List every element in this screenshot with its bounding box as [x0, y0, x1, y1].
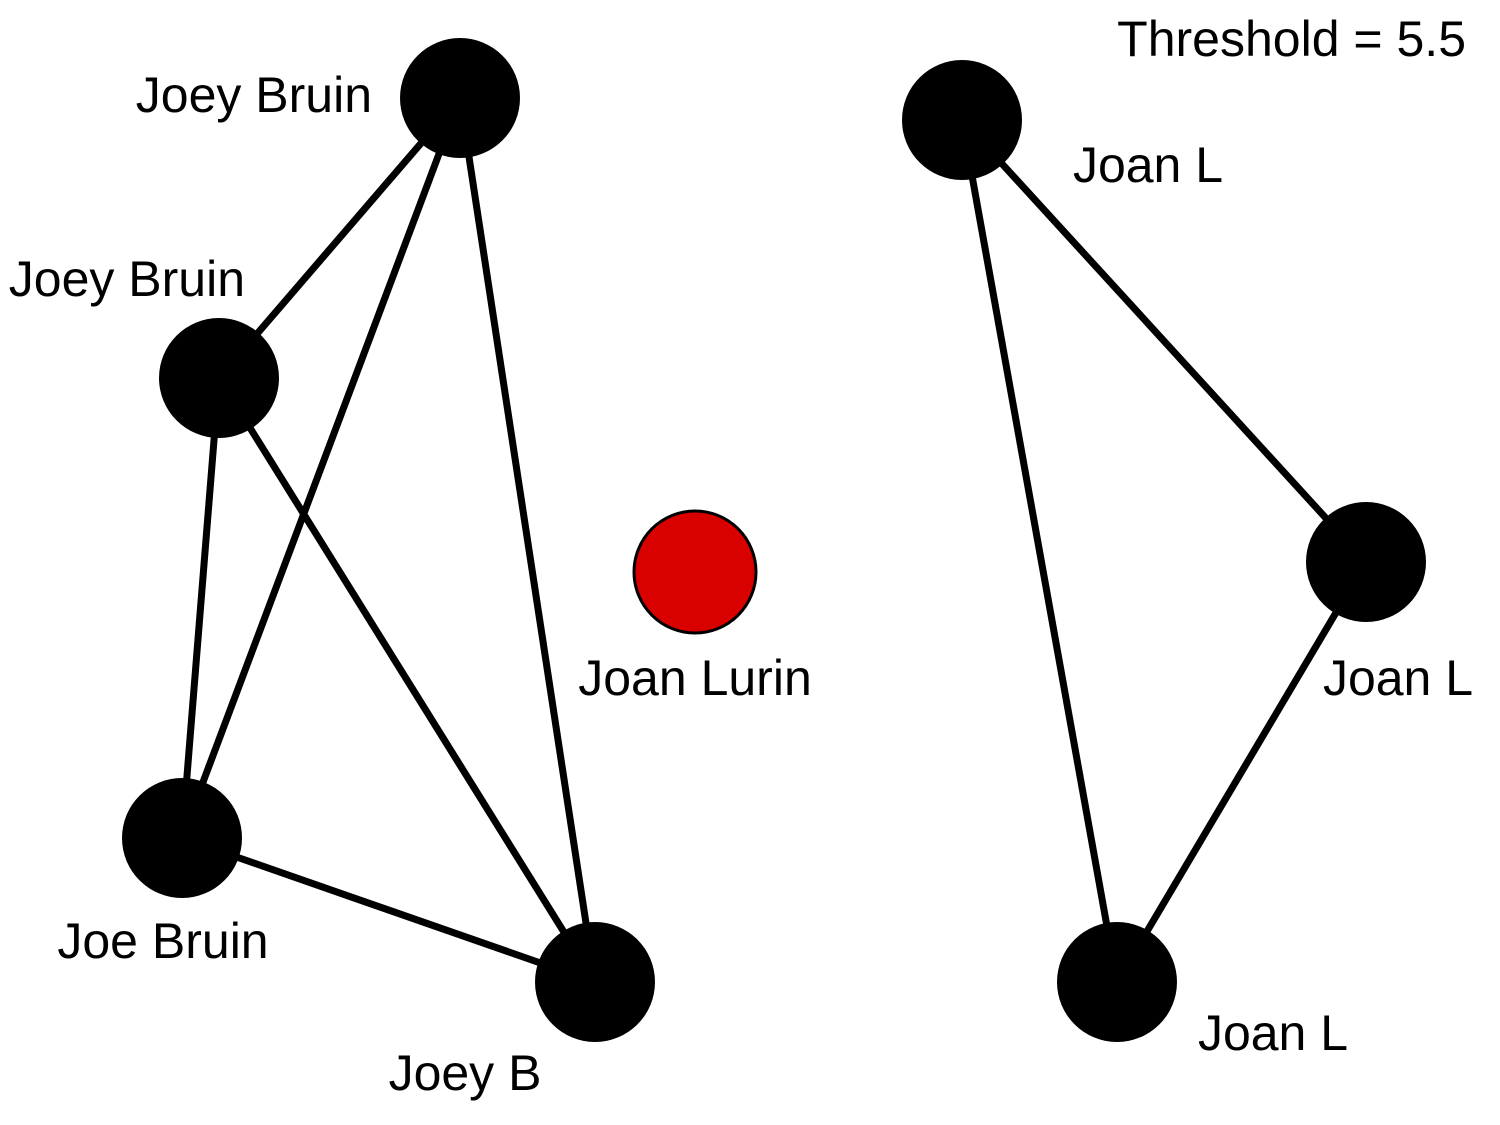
graph-node — [535, 922, 655, 1042]
edge-n1-n2 — [215, 94, 464, 382]
graph-node — [1306, 502, 1426, 622]
graph-node — [159, 318, 279, 438]
threshold-label: Threshold = 5.5 — [1117, 11, 1466, 67]
edge-n1-n3 — [178, 94, 464, 842]
graph-node — [1057, 922, 1177, 1042]
graph-node — [122, 778, 242, 898]
edge-n6-n8 — [958, 116, 1121, 986]
node-label: Joey B — [389, 1045, 542, 1101]
highlighted-node — [632, 509, 758, 635]
graph-node — [902, 60, 1022, 180]
node-label: Joey Bruin — [136, 67, 372, 123]
node-label: Joan L — [1323, 650, 1473, 706]
graph-node — [400, 38, 520, 158]
node-label: Joey Bruin — [9, 251, 245, 307]
edge-n2-n3 — [178, 374, 223, 842]
edge-n6-n7 — [958, 116, 1370, 566]
edge-n2-n4 — [215, 374, 599, 986]
edge-n3-n4 — [178, 834, 599, 986]
node-label: Joe Bruin — [57, 913, 268, 969]
node-label: Joan L — [1198, 1005, 1348, 1061]
node-label: Joan Lurin — [578, 650, 812, 706]
nodes-layer — [122, 38, 1426, 1042]
edges-layer — [178, 94, 1370, 986]
edge-n1-n4 — [456, 94, 599, 986]
edge-n7-n8 — [1113, 558, 1370, 986]
node-label: Joan L — [1073, 137, 1223, 193]
